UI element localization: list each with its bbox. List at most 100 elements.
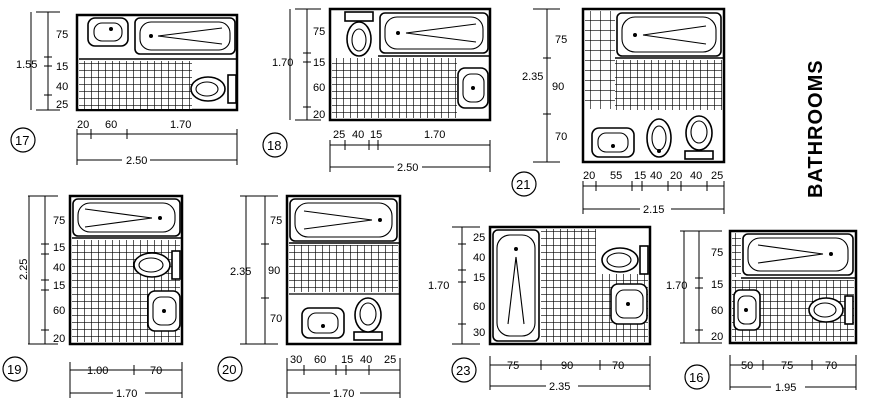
dim-label: 70 xyxy=(270,313,282,325)
dim-label: 75 xyxy=(555,34,567,46)
plan-19-width-dimension: 1.00 70 1.70 xyxy=(69,362,183,400)
dim-label: 40 xyxy=(360,354,372,366)
dim-label: 90 xyxy=(561,360,573,372)
dim-total-label: 1.70 xyxy=(272,57,293,69)
plan-number: 18 xyxy=(267,138,281,153)
toilet-icon xyxy=(601,245,649,275)
dim-label: 70 xyxy=(612,360,624,372)
plan-23-width-dimension: 75 90 70 2.35 xyxy=(489,356,651,393)
dim-label: 40 xyxy=(473,252,485,264)
washbasin-icon xyxy=(733,289,761,331)
dim-label: 15 xyxy=(313,57,325,69)
bidet-icon xyxy=(646,118,672,158)
dim-total-label: 2.15 xyxy=(643,204,664,216)
dim-label: 60 xyxy=(473,301,485,313)
dim-label: 60 xyxy=(314,354,326,366)
plan-16-height-dimension: 75 15 60 20 1.70 xyxy=(666,230,723,344)
bathtub-icon xyxy=(492,229,540,342)
plan-18-height-dimension: 75 15 60 20 1.70 xyxy=(272,8,325,121)
plan-16-number-badge: 16 xyxy=(684,364,710,390)
plan-number: 16 xyxy=(689,370,703,385)
dim-label: 15 xyxy=(53,242,65,254)
dim-label: 1.70 xyxy=(170,119,191,131)
dim-total-label: 2.25 xyxy=(18,259,30,280)
plan-21: 75 90 70 2.35 20 55 15 40 20 40 25 2.15 xyxy=(511,7,726,216)
dim-label: 20 xyxy=(711,331,723,343)
washbasin-icon xyxy=(591,127,635,158)
dim-label: 30 xyxy=(290,354,302,366)
dim-label: 15 xyxy=(711,279,723,291)
plan-16: 75 15 60 20 1.70 50 75 70 1.95 16 xyxy=(666,229,858,394)
dim-label: 75 xyxy=(56,29,68,41)
bathtub-icon xyxy=(742,233,854,276)
bathtub-icon xyxy=(134,17,236,55)
dim-label: 20 xyxy=(670,170,682,182)
dim-label: 20 xyxy=(77,119,89,131)
dim-label: 55 xyxy=(610,170,622,182)
dim-label: 15 xyxy=(56,61,68,73)
plan-20: 75 90 70 2.35 30 60 15 40 25 1.70 20 xyxy=(217,194,402,400)
dim-label: 20 xyxy=(583,170,595,182)
dim-label: 60 xyxy=(313,82,325,94)
dim-label: 75 xyxy=(53,215,65,227)
plan-21-number-badge: 21 xyxy=(511,171,537,197)
dim-label: 25 xyxy=(711,170,723,182)
plan-20-width-dimension: 30 60 15 40 25 1.70 xyxy=(286,354,401,400)
dim-label: 70 xyxy=(555,131,567,143)
dim-label: 15 xyxy=(634,170,646,182)
plan-number: 19 xyxy=(7,362,21,377)
dim-label: 60 xyxy=(53,305,65,317)
dim-label: 15 xyxy=(473,272,485,284)
dim-label: 60 xyxy=(105,119,117,131)
dim-label: 90 xyxy=(268,265,280,277)
dim-label: 40 xyxy=(56,81,68,93)
dim-label: 15 xyxy=(341,354,353,366)
dim-total-label: 1.70 xyxy=(116,388,137,400)
plan-17-height-dimension: 75 15 40 25 1.55 xyxy=(16,11,68,111)
dim-label: 40 xyxy=(690,170,702,182)
plan-23-number-badge: 23 xyxy=(451,357,477,383)
bathtub-icon xyxy=(616,12,722,57)
plan-18-number-badge: 18 xyxy=(262,132,288,158)
dim-label: 75 xyxy=(781,360,793,372)
bathtub-icon xyxy=(72,198,181,237)
plan-21-width-dimension: 20 55 15 40 20 40 25 2.15 xyxy=(582,170,725,216)
dim-total-label: 2.35 xyxy=(522,71,543,83)
toilet-icon xyxy=(808,295,854,325)
washbasin-icon xyxy=(457,67,489,109)
dim-total-label: 2.35 xyxy=(230,266,251,278)
dim-total-label: 1.70 xyxy=(666,280,687,292)
dim-label: 25 xyxy=(384,354,396,366)
bathtub-icon xyxy=(379,12,489,54)
plan-number: 17 xyxy=(15,133,29,148)
dim-label: 20 xyxy=(53,333,65,345)
dim-label: 60 xyxy=(711,305,723,317)
dim-total-label: 2.50 xyxy=(397,162,418,174)
washbasin-icon xyxy=(87,17,129,47)
dim-label: 75 xyxy=(507,360,519,372)
dim-label: 50 xyxy=(741,360,753,372)
plan-17-width-dimension: 20 60 1.70 2.50 xyxy=(76,119,238,167)
dim-label: 90 xyxy=(552,81,564,93)
toilet-icon xyxy=(353,297,383,341)
dim-label: 40 xyxy=(650,170,662,182)
plan-20-number-badge: 20 xyxy=(217,356,243,382)
plan-21-height-dimension: 75 90 70 2.35 xyxy=(522,8,567,163)
bathtub-icon xyxy=(289,198,398,242)
dim-total-label: 1.70 xyxy=(333,388,354,400)
toilet-icon xyxy=(133,250,181,280)
plan-17: 75 15 40 25 1.55 20 60 1.70 2.50 17 xyxy=(10,11,239,167)
washbasin-icon xyxy=(610,283,648,325)
plan-17-number-badge: 17 xyxy=(10,127,36,153)
plan-19-number-badge: 19 xyxy=(2,356,28,382)
plan-20-height-dimension: 75 90 70 2.35 xyxy=(230,195,282,345)
plan-18-width-dimension: 25 40 15 1.70 2.50 xyxy=(329,129,491,174)
dim-total-label: 1.70 xyxy=(428,280,449,292)
sheet-title: BATHROOMS xyxy=(805,59,827,198)
dim-label: 25 xyxy=(333,129,345,141)
dim-label: 40 xyxy=(53,262,65,274)
dim-label: 25 xyxy=(56,99,68,111)
dim-total-label: 1.55 xyxy=(16,59,37,71)
dim-label: 75 xyxy=(270,215,282,227)
